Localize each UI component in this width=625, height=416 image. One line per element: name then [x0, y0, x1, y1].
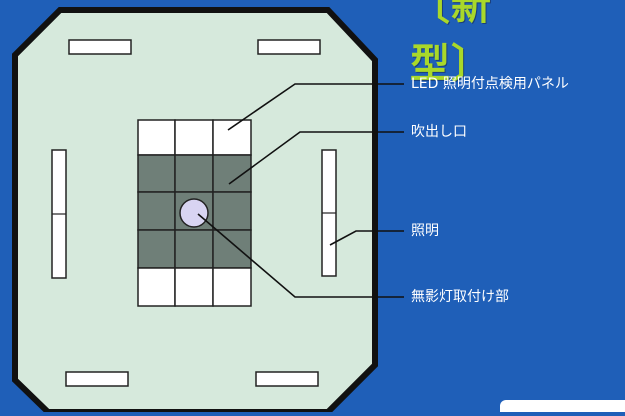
- right-side-light: [321, 149, 337, 277]
- corner-box: [500, 400, 625, 412]
- leader-mount: [197, 213, 404, 298]
- mount-circle: [179, 198, 209, 228]
- top-right-light: [257, 39, 321, 55]
- label-vent: 吹出し口: [411, 124, 467, 140]
- bottom-left-light: [65, 371, 129, 387]
- left-side-light: [51, 149, 67, 279]
- leader-light: [329, 230, 404, 246]
- leader-vent: [228, 131, 404, 185]
- bottom-right-light: [255, 371, 319, 387]
- top-left-light: [68, 39, 132, 55]
- label-mount: 無影灯取付け部: [411, 289, 509, 305]
- label-led-panel: LED 照明付点検用パネル: [411, 76, 569, 92]
- label-light: 照明: [411, 223, 439, 239]
- title: 〔新型〕: [410, 0, 492, 87]
- leader-led: [227, 83, 404, 131]
